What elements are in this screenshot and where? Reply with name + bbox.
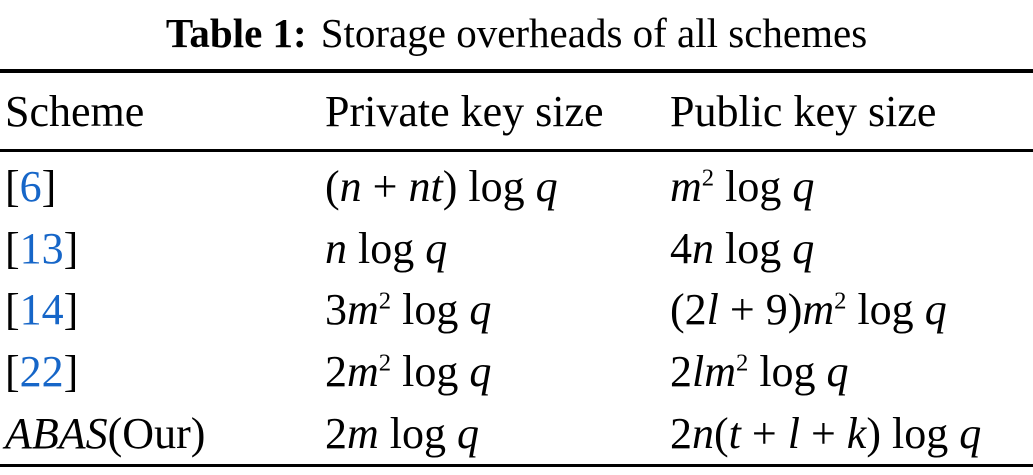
- math-segment: log: [391, 347, 470, 397]
- math-segment: 2: [701, 165, 715, 193]
- cell-public-key-size: 2lm2 log q: [670, 346, 1033, 397]
- math-segment: m: [347, 285, 379, 335]
- table-caption: Table 1: Storage overheads of all schemes: [0, 2, 1033, 64]
- math-segment: 2: [325, 347, 347, 397]
- math-segment: ]: [41, 162, 57, 212]
- table-row: [22] 2m2 log q 2lm2 log q: [0, 341, 1033, 403]
- math-segment: k: [846, 408, 867, 458]
- math-segment: l: [706, 285, 719, 335]
- table-row: [6] (n + nt) log q m2 log q: [0, 156, 1033, 218]
- table-caption-label: Table 1:: [165, 10, 307, 56]
- math-segment: ]: [63, 347, 79, 397]
- math-segment: ) log: [866, 408, 960, 458]
- math-segment: 2: [834, 288, 847, 316]
- math-segment: log: [714, 162, 793, 212]
- math-segment: m: [347, 347, 379, 397]
- math-segment: n: [339, 162, 362, 212]
- cell-private-key-size: 2m log q: [325, 408, 670, 459]
- math-segment: log: [714, 223, 793, 273]
- math-segment: l: [787, 408, 800, 458]
- cell-private-key-size: n log q: [325, 223, 670, 274]
- cell-scheme: [13]: [0, 223, 325, 274]
- math-segment: 2: [670, 347, 692, 397]
- column-header-private-key-size: Private key size: [325, 86, 604, 136]
- cell-public-key-size: 4n log q: [670, 223, 1033, 274]
- math-segment: q: [425, 223, 448, 273]
- math-segment: log: [748, 347, 827, 397]
- math-segment: m: [670, 162, 702, 212]
- math-segment: [: [5, 162, 20, 212]
- math-segment: lm: [692, 347, 736, 397]
- math-segment: n: [325, 223, 347, 273]
- column-header-public-key-size: Public key size: [670, 86, 937, 136]
- citation-link[interactable]: 22: [19, 347, 64, 397]
- table-caption-text: Storage overheads of all schemes: [320, 10, 868, 56]
- table-bottom-rule: [0, 464, 1033, 467]
- math-segment: q: [469, 285, 492, 335]
- math-segment: q: [924, 285, 947, 335]
- math-segment: [: [5, 223, 20, 273]
- math-segment: q: [959, 408, 982, 458]
- math-segment: [: [5, 285, 20, 335]
- math-segment: t: [728, 408, 741, 458]
- citation-link[interactable]: 6: [19, 162, 42, 212]
- citation-link[interactable]: 14: [19, 285, 64, 335]
- math-segment: (: [714, 408, 729, 458]
- math-segment: log: [846, 285, 925, 335]
- math-segment: q: [792, 162, 815, 212]
- math-segment: ]: [63, 223, 79, 273]
- cell-private-key-size: (n + nt) log q: [325, 161, 670, 212]
- math-segment: 2: [736, 349, 749, 377]
- cell-scheme: [6]: [0, 161, 325, 212]
- cell-scheme: [14]: [0, 284, 325, 335]
- math-segment: ]: [63, 285, 79, 335]
- cell-private-key-size: 2m2 log q: [325, 346, 670, 397]
- cell-scheme: ABAS(Our): [0, 408, 325, 459]
- math-segment: 2: [378, 349, 392, 377]
- math-segment: n: [692, 223, 714, 273]
- math-segment: 2: [670, 408, 692, 458]
- table-row: [13] n log q 4n log q: [0, 218, 1033, 280]
- math-segment: 4: [670, 223, 692, 273]
- math-segment: 3: [325, 285, 347, 335]
- math-segment: m: [347, 408, 379, 458]
- table-row: ABAS(Our) 2m log q 2n(t + l + k) log q: [0, 402, 1033, 464]
- math-segment: +: [740, 408, 788, 458]
- math-segment: n: [692, 408, 714, 458]
- math-segment: log: [391, 285, 470, 335]
- math-segment: q: [792, 223, 815, 273]
- cell-public-key-size: (2l + 9)m2 log q: [670, 284, 1033, 335]
- math-segment: +: [799, 408, 847, 458]
- math-segment: 2: [378, 288, 392, 316]
- math-segment: + 9): [718, 285, 803, 335]
- cell-scheme: [22]: [0, 346, 325, 397]
- math-segment: nt: [408, 162, 443, 212]
- math-segment: ) log: [442, 162, 536, 212]
- math-segment: (Our): [107, 408, 206, 458]
- math-segment: log: [378, 408, 458, 458]
- math-segment: q: [535, 162, 558, 212]
- math-segment: q: [826, 347, 849, 397]
- table-header-row: Scheme Private key size Public key size: [0, 73, 1033, 149]
- column-header-scheme: Scheme: [5, 86, 145, 136]
- cell-public-key-size: m2 log q: [670, 161, 1033, 212]
- cell-private-key-size: 3m2 log q: [325, 284, 670, 335]
- math-segment: ABAS: [5, 408, 108, 458]
- math-segment: +: [361, 162, 409, 212]
- citation-link[interactable]: 13: [19, 223, 64, 273]
- math-segment: log: [347, 223, 426, 273]
- table-row: [14] 3m2 log q (2l + 9)m2 log q: [0, 279, 1033, 341]
- table-body: [6] (n + nt) log q m2 log q [13] n log q…: [0, 156, 1033, 464]
- math-segment: (: [325, 162, 340, 212]
- table-top-rule: [0, 69, 1033, 73]
- math-segment: [: [5, 347, 20, 397]
- math-segment: q: [457, 408, 480, 458]
- table-header-rule: [0, 149, 1033, 152]
- math-segment: q: [469, 347, 492, 397]
- math-segment: 2: [325, 408, 347, 458]
- math-segment: (2: [670, 285, 707, 335]
- cell-public-key-size: 2n(t + l + k) log q: [670, 408, 1033, 459]
- math-segment: m: [802, 285, 835, 335]
